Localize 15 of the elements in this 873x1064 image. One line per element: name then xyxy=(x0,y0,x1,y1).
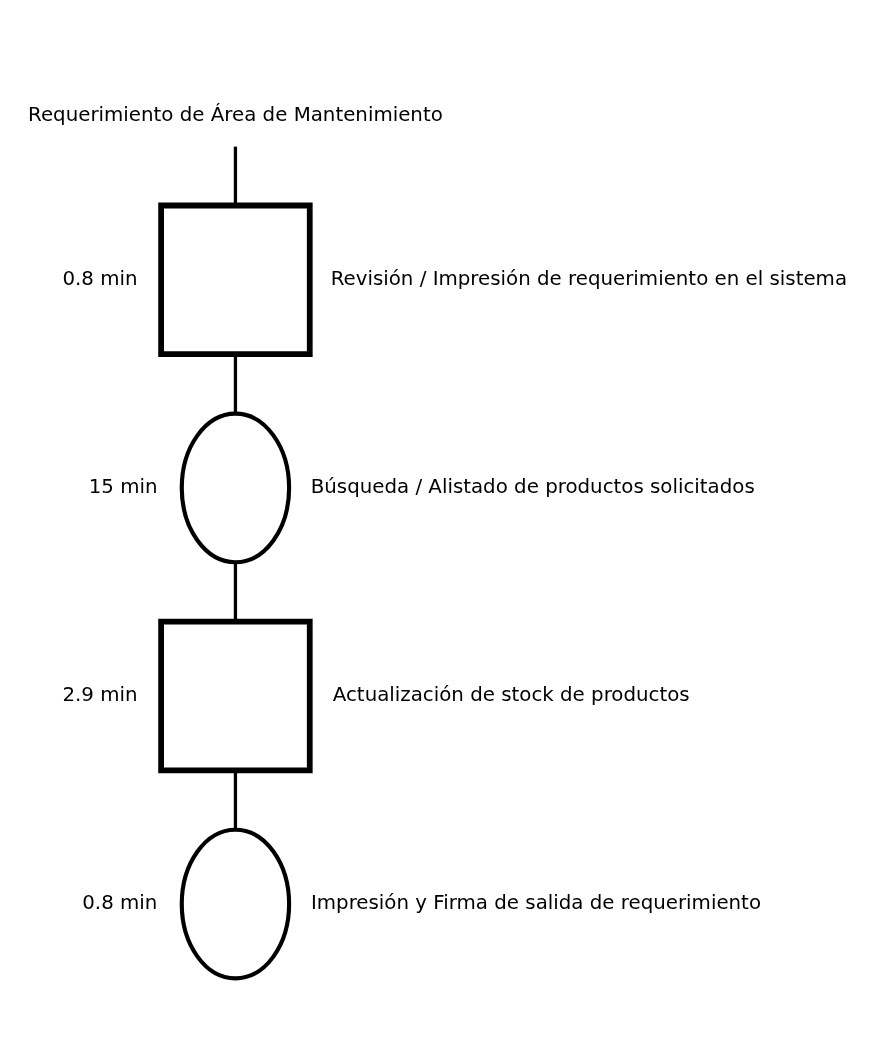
node-label: 15 min xyxy=(88,474,158,498)
node-label: 0.8 min xyxy=(82,890,158,914)
connector xyxy=(233,146,238,205)
node-circle xyxy=(179,411,292,564)
node-box xyxy=(158,618,313,773)
node-box xyxy=(158,202,313,357)
node-circle xyxy=(179,827,292,980)
connector xyxy=(233,561,238,621)
node-label: 0.8 min xyxy=(62,266,138,290)
node-label: Actualización de stock de productos xyxy=(332,682,690,706)
node-text: Requerimiento de Área de Mantenimiento xyxy=(28,102,443,126)
node-label: Impresión y Firma de salida de requerimiento xyxy=(310,890,762,914)
node-label: Revisión / Impresión de requerimiento en el sistema xyxy=(330,266,848,290)
node-label: 2.9 min xyxy=(62,682,138,706)
node-label: Búsqueda / Alistado de productos solicitados xyxy=(310,474,755,498)
